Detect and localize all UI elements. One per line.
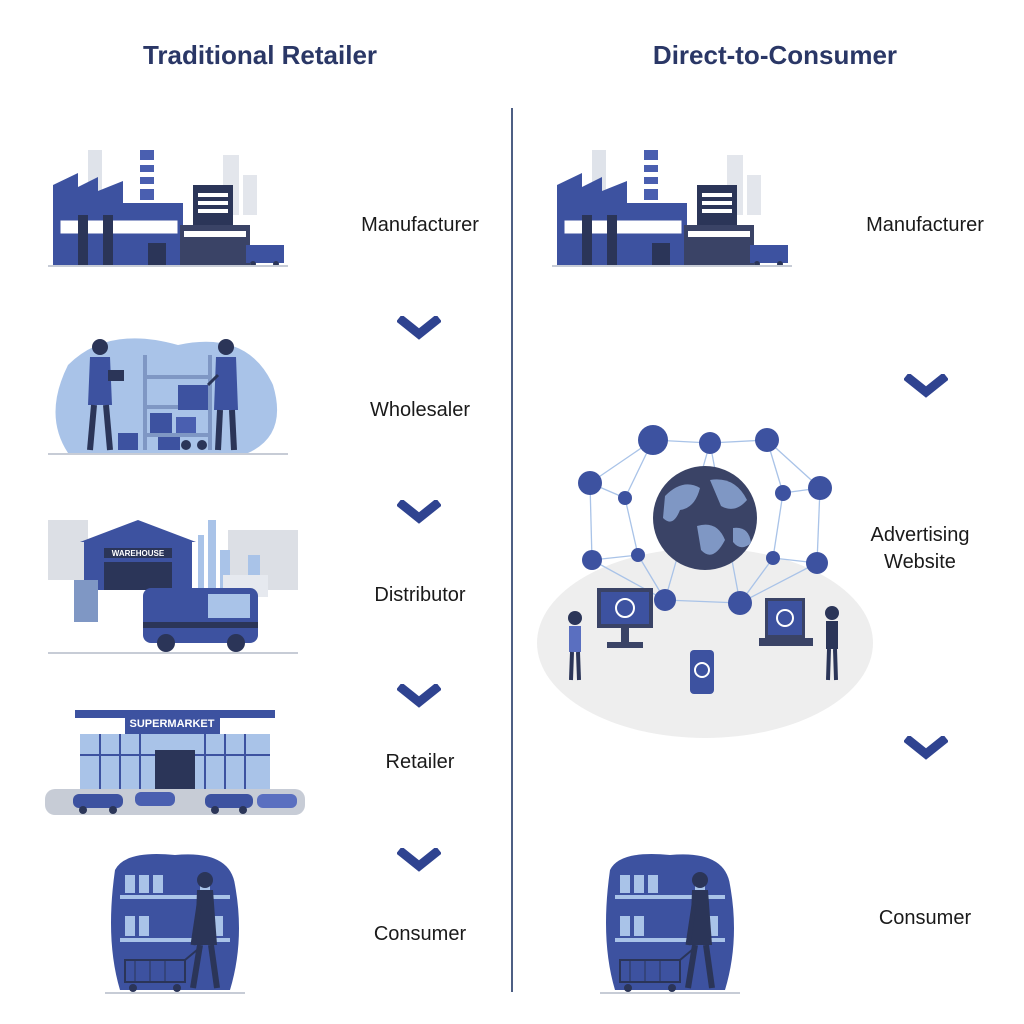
left-stage-retailer-label: Retailer bbox=[385, 751, 455, 773]
retailer-supermarket-illustration: SUPERMARKET bbox=[45, 710, 305, 815]
right-stage-manufacturer-label: Manufacturer bbox=[866, 214, 984, 236]
chevron-down-icon bbox=[904, 736, 948, 762]
advertising-label-line-2: Website bbox=[884, 551, 956, 573]
advertising-website-network-illustration bbox=[537, 425, 873, 738]
advertising-label-line-1: Advertising bbox=[870, 524, 970, 546]
chevron-down-icon bbox=[397, 316, 441, 342]
factory-illustration bbox=[552, 149, 792, 268]
supermarket-sign: SUPERMARKET bbox=[130, 718, 215, 730]
chevron-down-icon bbox=[904, 374, 948, 400]
column-divider bbox=[511, 108, 513, 992]
right-column-title: Direct-to-Consumer bbox=[652, 40, 898, 70]
chevron-down-icon bbox=[397, 500, 441, 526]
left-stage-distributor-label: Distributor bbox=[374, 584, 466, 606]
left-stage-consumer-label: Consumer bbox=[373, 923, 467, 945]
left-column-title: Traditional Retailer bbox=[142, 40, 378, 70]
factory-illustration bbox=[48, 149, 288, 268]
distributor-illustration: WAREHOUSE bbox=[48, 520, 298, 654]
warehouse-sign: WAREHOUSE bbox=[112, 549, 165, 558]
chevron-down-icon bbox=[397, 848, 441, 874]
left-stage-manufacturer-label: Manufacturer bbox=[361, 214, 479, 236]
right-stage-advertising-label: Advertising Website bbox=[830, 522, 1010, 576]
chevron-down-icon bbox=[397, 684, 441, 710]
consumer-shopper-illustration bbox=[105, 850, 245, 995]
consumer-shopper-illustration bbox=[600, 850, 740, 995]
wholesaler-illustration bbox=[48, 338, 288, 455]
right-stage-consumer-label: Consumer bbox=[878, 907, 972, 929]
left-stage-wholesaler-label: Wholesaler bbox=[369, 399, 471, 421]
